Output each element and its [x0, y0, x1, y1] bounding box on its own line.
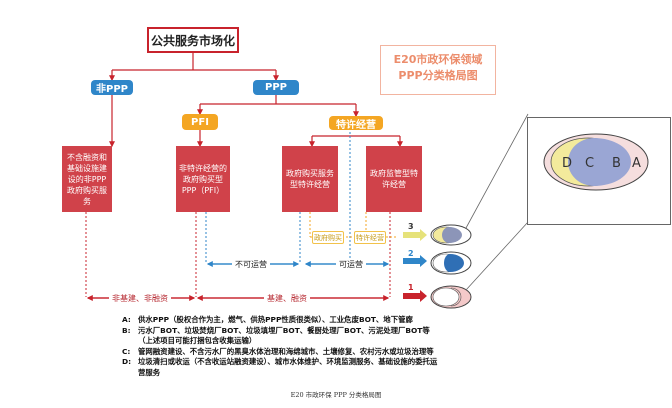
- non-ppp-node: 非PPP: [91, 80, 133, 95]
- oval-2: [430, 251, 472, 275]
- legend-key: A:: [122, 315, 131, 324]
- tag-gov-buy-small: 政府购买: [312, 231, 344, 244]
- box-gov-buy-franchise: 政府购买服务型特许经营: [282, 146, 338, 212]
- inset-pointer: [465, 113, 529, 291]
- venn-label-c: C: [585, 156, 594, 171]
- watermark-line-2: PPP分类格局图: [398, 69, 478, 82]
- band-number-1: 1: [408, 283, 414, 292]
- legend: A: 供水PPP（股权合作为主，燃气、供热PPP性质很类似）、工业危废BOT、地下…: [122, 315, 442, 378]
- band-number-3: 3: [408, 222, 414, 231]
- watermark-box: E20市政环保领域 PPP分类格局图: [380, 45, 496, 95]
- pfi-node: PFI: [182, 114, 218, 130]
- box-gov-reg-franchise: 政府监管型特许经营: [366, 146, 422, 212]
- legend-row-d: D: 垃圾清扫或收运（不含收运站融资建设）、城市水体维护、环境监测服务、基础设施的…: [122, 357, 442, 378]
- venn-inset: D C B A: [527, 117, 671, 225]
- franchise-node: 特许经营: [329, 116, 383, 131]
- venn-label-b: B: [612, 156, 621, 171]
- tag-franchise-small: 特许经营: [354, 231, 386, 244]
- watermark-line-1: E20市政环保领域: [393, 53, 483, 66]
- legend-key: B:: [122, 325, 131, 335]
- venn-diagram: D C B A: [543, 133, 649, 191]
- oval-3: [430, 224, 472, 246]
- legend-row-c: C: 管网融资建设、不含污水厂的黑臭水体治理和海绵城市、土壤修复、农村污水或垃圾治…: [122, 347, 442, 358]
- label-non-infra: 非基建、非融资: [109, 293, 171, 304]
- legend-text: 供水PPP（股权合作为主，燃气、供热PPP性质很类似）、工业危废BOT、地下管廊: [138, 315, 413, 324]
- label-no-operation: 不可运营: [232, 259, 270, 270]
- box-pfi: 非特许经营的政府购买型PPP（PFI）: [176, 146, 230, 212]
- legend-key: D:: [122, 357, 132, 366]
- label-operation: 可运营: [336, 259, 366, 270]
- venn-label-a: A: [632, 156, 641, 171]
- ppp-node: PPP: [253, 80, 299, 95]
- venn-label-d: D: [562, 156, 572, 171]
- legend-key: C:: [122, 346, 131, 356]
- legend-text: 管网融资建设、不含污水厂的黑臭水体治理和海绵城市、土壤修复、农村污水或垃圾治理等: [138, 346, 434, 356]
- figure-caption: E20 市政环保 PPP 分类格局图: [290, 391, 382, 399]
- band-number-2: 2: [408, 249, 414, 258]
- page-title: 公共服务市场化: [147, 27, 239, 53]
- legend-row-a: A: 供水PPP（股权合作为主，燃气、供热PPP性质很类似）、工业危废BOT、地下…: [122, 315, 442, 326]
- legend-row-b: B: 污水厂BOT、垃圾焚烧厂BOT、垃圾填埋厂BOT、餐厨处理厂BOT、污泥处理…: [122, 326, 442, 347]
- box-non-ppp-service: 不含融资和基础设施建设的非PPP政府购买服务: [62, 146, 112, 212]
- oval-1: [430, 285, 472, 309]
- legend-text: 垃圾清扫或收运（不含收运站融资建设）、城市水体维护、环境监测服务、基础设施的委托…: [138, 357, 438, 377]
- label-infra: 基建、融资: [264, 293, 310, 304]
- legend-text: 污水厂BOT、垃圾焚烧厂BOT、垃圾填埋厂BOT、餐厨处理厂BOT、污泥处理厂B…: [138, 325, 430, 346]
